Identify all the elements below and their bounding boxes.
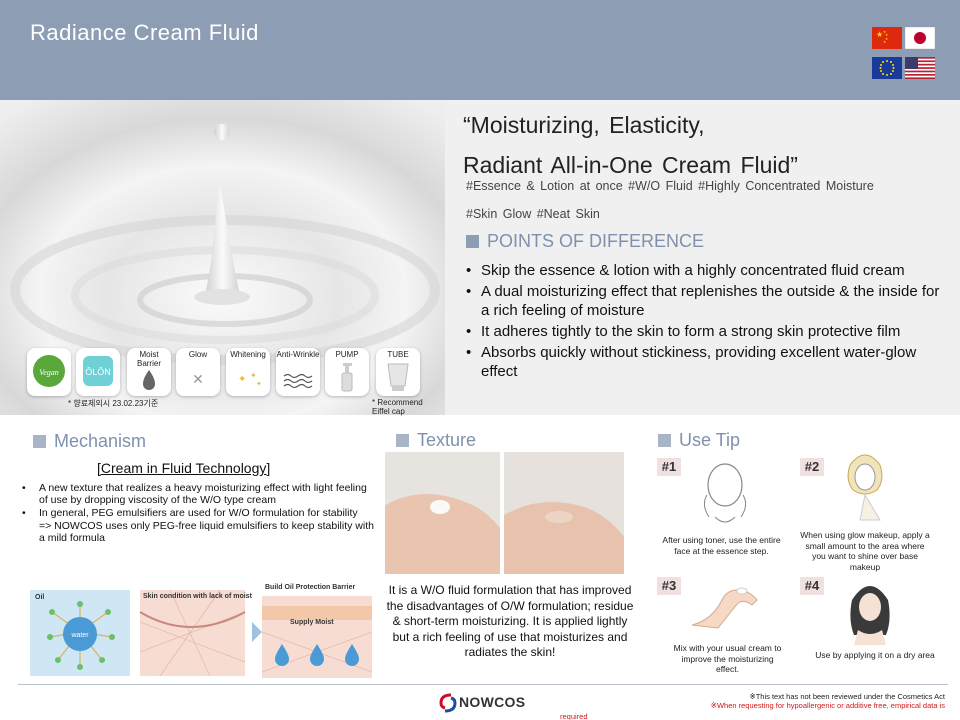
list-item: Absorbs quickly without stickiness, prov…	[466, 343, 940, 381]
vegan-badge: Vegan	[27, 348, 71, 396]
svg-text:★: ★	[876, 30, 883, 39]
glow-badge: Glow ✕	[176, 348, 220, 396]
footer-note-2: ※When requesting for hypoallergenic or a…	[710, 701, 945, 710]
drop-shield-icon	[143, 370, 155, 390]
square-bullet-icon	[396, 434, 409, 447]
sparkle-icon: ✕	[192, 371, 204, 387]
svg-text:✦: ✦	[256, 380, 262, 388]
headline-line-2: Radiant All-in-One Cream Fluid”	[463, 152, 798, 178]
svg-text:Supply Moist: Supply Moist	[290, 619, 334, 626]
list-item: A dual moisturizing effect that replenis…	[466, 282, 940, 320]
hashtags-line-1: #Essence & Lotion at once #W/O Fluid #Hi…	[466, 179, 874, 193]
vegan-icon: Vegan	[33, 355, 65, 387]
olon-icon: ŌLŌN	[83, 356, 113, 386]
list-item: It adheres tightly to the skin to form a…	[466, 322, 940, 341]
mechanism-list: A new texture that realizes a heavy mois…	[22, 482, 377, 544]
list-item: In general, PEG emulsifiers are used for…	[22, 507, 377, 519]
list-item-continuation: => NOWCOS uses only PEG-free liquid emul…	[39, 520, 374, 544]
use-tip-title: Use Tip	[679, 430, 741, 450]
page-title: Radiance Cream Fluid	[30, 20, 259, 45]
hashtags-line-2: #Skin Glow #Neat Skin	[466, 207, 600, 221]
woman-makeup-illustration-icon	[835, 445, 895, 530]
pump-bottle-icon	[341, 363, 353, 392]
mechanism-title: Mechanism	[54, 431, 147, 451]
svg-text:Oil: Oil	[35, 594, 44, 601]
milk-splash-image	[0, 100, 445, 415]
olon-badge: ŌLŌN	[76, 348, 120, 396]
usa-flag-icon	[905, 57, 935, 79]
pump-badge: PUMP	[325, 348, 369, 396]
svg-text:water: water	[70, 632, 89, 639]
svg-text:★: ★	[885, 37, 888, 41]
svg-text:Build Oil Protection Barrier: Build Oil Protection Barrier	[265, 584, 356, 591]
svg-text:Vegan: Vegan	[39, 368, 59, 377]
hashtags: #Essence & Lotion at once #W/O Fluid #Hi…	[466, 172, 936, 228]
nowcos-logo-icon	[439, 693, 457, 713]
square-bullet-icon	[33, 435, 46, 448]
list-item: A new texture that realizes a heavy mois…	[22, 482, 377, 506]
footer-divider	[18, 684, 948, 685]
tip-number-3: #3	[657, 577, 681, 595]
points-list: Skip the essence & lotion with a highly …	[466, 261, 940, 383]
tip-number-4: #4	[800, 577, 824, 595]
moist-barrier-badge: Moist Barrier	[127, 348, 171, 396]
mechanism-subtitle: [Cream in Fluid Technology]	[97, 460, 271, 476]
badge-label: Anti-Wrinkle	[276, 350, 320, 359]
texture-heading: Texture	[396, 430, 476, 451]
badge-label: Moist Barrier	[136, 350, 161, 368]
texture-photo-applied	[385, 452, 500, 574]
square-bullet-icon	[658, 434, 671, 447]
tip-number-2: #2	[800, 458, 824, 476]
use-tip-heading: Use Tip	[658, 430, 740, 451]
feature-badges: Vegan ŌLŌN Moist Barrier Glow ✕ Whitenin…	[27, 348, 427, 398]
badge-note-right: * Recommend Eiffel cap	[372, 398, 423, 416]
flags-group: ★★★★★	[872, 27, 936, 81]
badge-label: Whitening	[230, 350, 266, 359]
svg-text:★: ★	[885, 33, 888, 37]
badge-label: TUBE	[387, 350, 409, 359]
svg-text:★: ★	[883, 30, 886, 34]
list-item: Skip the essence & lotion with a highly …	[466, 261, 940, 280]
badge-label: Glow	[188, 350, 208, 359]
tip-text-3: Mix with your usual cream to improve the…	[673, 643, 782, 674]
points-title: POINTS OF DIFFERENCE	[487, 231, 705, 251]
badge-note-left: * 향료제외시 23.02.23기준	[68, 399, 159, 408]
brand-name: NOWCOS	[459, 694, 526, 710]
japan-flag-icon	[905, 27, 935, 49]
square-bullet-icon	[466, 235, 479, 248]
face-touch-illustration-icon	[695, 455, 755, 535]
tip-text-1: After using toner, use the entire face a…	[662, 535, 781, 556]
tip-text-2: When using glow makeup, apply a small am…	[800, 530, 930, 572]
mechanism-heading: Mechanism	[33, 431, 146, 452]
points-heading: POINTS OF DIFFERENCE	[466, 231, 704, 252]
badge-label: PUMP	[335, 350, 359, 359]
stars-icon: ✦✦✦	[238, 371, 262, 388]
texture-photo-absorbed	[504, 452, 624, 574]
svg-text:✦: ✦	[238, 374, 246, 385]
footer-note-1: ※This text has not been reviewed under t…	[749, 692, 945, 701]
tube-icon	[387, 363, 409, 391]
svg-text:Skin condition with lack of mo: Skin condition with lack of moist	[143, 593, 253, 600]
anti-wrinkle-badge: Anti-Wrinkle	[276, 348, 320, 396]
texture-description: It is a W/O fluid formulation that has i…	[386, 583, 634, 659]
eu-flag-icon	[872, 57, 902, 79]
china-flag-icon: ★★★★★	[872, 27, 902, 49]
svg-text:✦: ✦	[250, 371, 257, 380]
woman-face-illustration-icon	[840, 575, 900, 650]
tip-number-1: #1	[657, 458, 681, 476]
tip-text-4: Use by applying it on a dry area	[815, 650, 935, 660]
footer-note-3: required	[560, 712, 588, 720]
mechanism-diagram: Oil water Skin condition with lack of mo…	[30, 582, 375, 682]
whitening-badge: Whitening ✦✦✦	[226, 348, 270, 396]
tube-badge: TUBE	[376, 348, 420, 396]
wave-lines-icon	[283, 373, 313, 389]
texture-title: Texture	[417, 430, 477, 450]
headline-line-1: “Moisturizing, Elasticity,	[463, 112, 705, 138]
svg-text:★: ★	[883, 40, 886, 44]
header-banner: Radiance Cream Fluid ★★★★★	[0, 0, 960, 100]
svg-text:✕: ✕	[192, 371, 204, 387]
svg-text:ŌLŌN: ŌLŌN	[85, 367, 111, 377]
headline: “Moisturizing, Elasticity, Radiant All-i…	[463, 105, 798, 185]
hand-cream-illustration-icon	[690, 575, 760, 635]
